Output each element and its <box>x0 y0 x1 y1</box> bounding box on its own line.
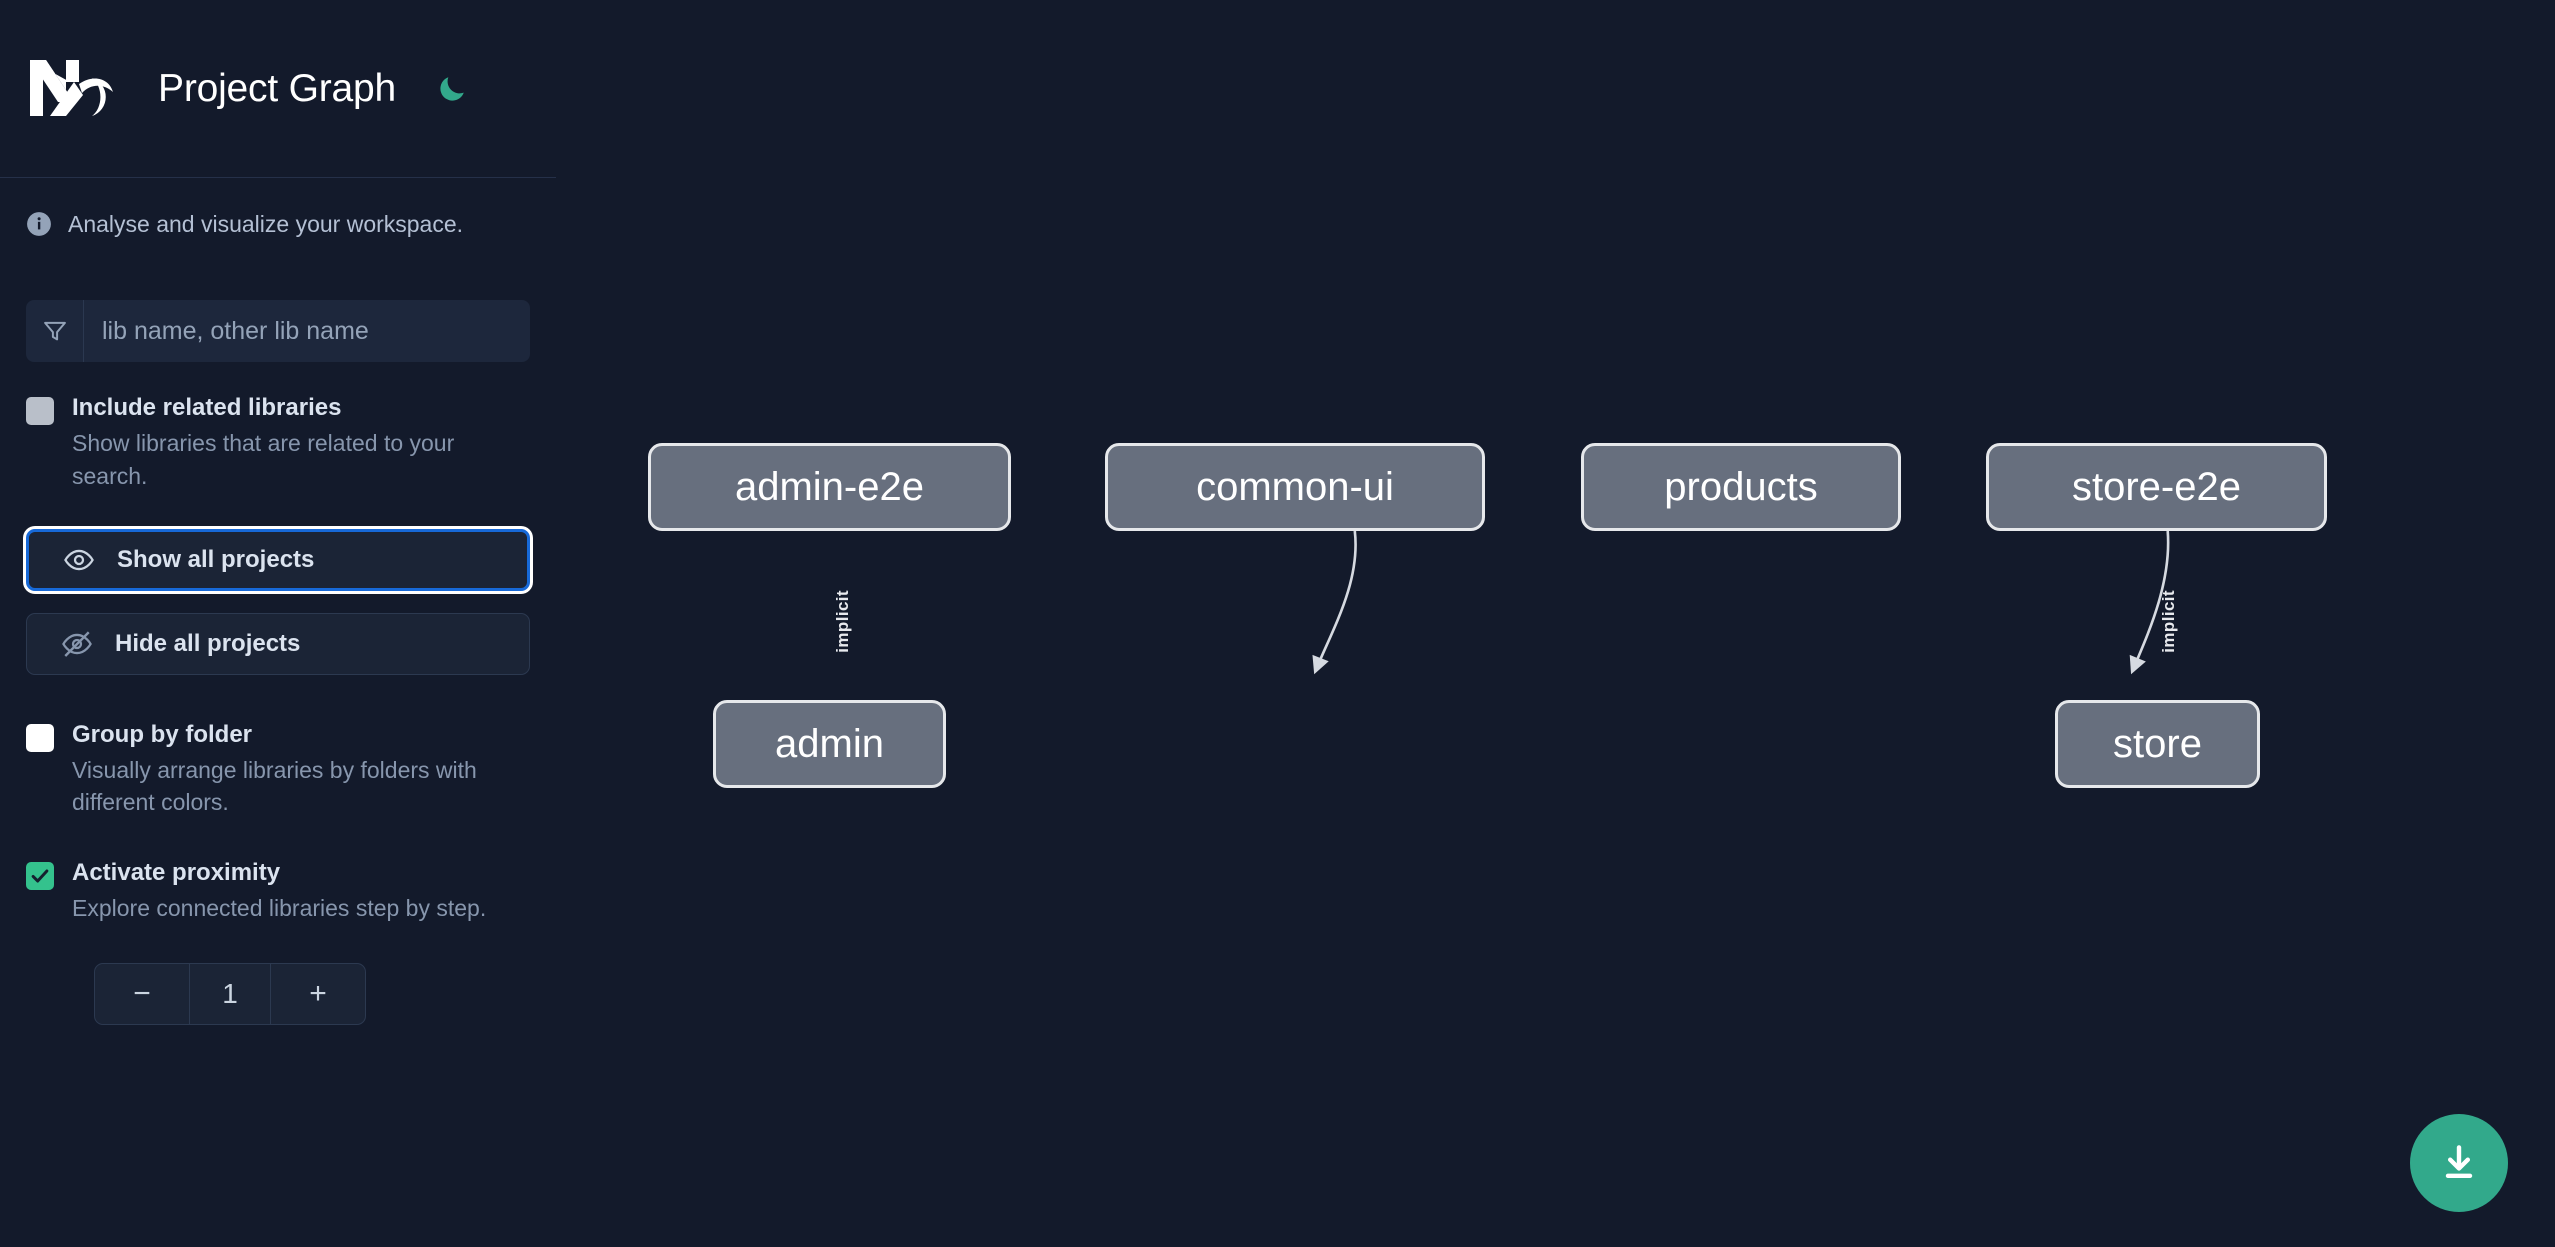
activate-proximity-checkbox[interactable] <box>26 862 54 890</box>
option-label: Group by folder <box>72 720 252 748</box>
moon-glyph <box>440 76 464 101</box>
graph-canvas[interactable]: admin-e2e common-ui products store-e2e a… <box>556 0 2555 1247</box>
option-text: Group by folder Visually arrange librari… <box>72 719 522 820</box>
proximity-value: 1 <box>189 963 271 1024</box>
filter-icon <box>26 300 84 362</box>
edge-label-admin-implicit: implicit <box>833 590 852 653</box>
proximity-increment-button[interactable]: + <box>309 976 327 1010</box>
node-label: admin <box>775 721 884 766</box>
proximity-stepper[interactable]: − 1 + <box>94 962 366 1025</box>
eye-off-icon <box>62 630 92 657</box>
edge-label-store-implicit: implicit <box>2159 590 2178 653</box>
search-input[interactable] <box>84 300 530 362</box>
download-graph-button[interactable] <box>2410 1114 2508 1212</box>
sidebar-body: Analyse and visualize your workspace. In… <box>0 178 556 1025</box>
graph-node-products[interactable]: products <box>1581 443 1901 531</box>
edge-admin-e2e-to-admin <box>1312 530 1357 675</box>
include-related-libraries-checkbox[interactable] <box>26 397 54 425</box>
graph-edges <box>1312 530 2170 675</box>
sidebar-header: Project Graph <box>0 0 556 178</box>
option-include-related-libraries[interactable]: Include related libraries Show libraries… <box>26 392 530 493</box>
page-title: Project Graph <box>158 66 397 110</box>
option-activate-proximity[interactable]: Activate proximity Explore connected lib… <box>26 857 530 925</box>
graph-node-admin[interactable]: admin <box>713 700 946 788</box>
check-icon <box>31 869 49 883</box>
node-label: common-ui <box>1196 464 1394 509</box>
show-all-projects-label: Show all projects <box>117 545 315 573</box>
option-description: Show libraries that are related to your … <box>72 430 455 489</box>
node-label: store <box>2113 721 2202 766</box>
moon-icon[interactable] <box>430 67 474 111</box>
graph-node-store-e2e[interactable]: store-e2e <box>1986 443 2327 531</box>
graph-node-store[interactable]: store <box>2055 700 2260 788</box>
node-label: store-e2e <box>2072 464 2241 509</box>
proximity-decrement-button[interactable]: − <box>133 976 151 1010</box>
workspace-hint: Analyse and visualize your workspace. <box>26 178 530 270</box>
option-text: Activate proximity Explore connected lib… <box>72 857 486 925</box>
sidebar: Project Graph Analyse and visualize your… <box>0 0 556 1247</box>
search-box[interactable] <box>26 300 530 362</box>
nx-logo-icon <box>30 59 113 116</box>
hide-all-projects-button[interactable]: Hide all projects <box>26 612 530 675</box>
info-icon <box>27 212 51 236</box>
filter-glyph <box>43 321 66 341</box>
download-icon <box>2445 1145 2473 1179</box>
option-description: Visually arrange libraries by folders wi… <box>72 756 477 816</box>
show-all-projects-button[interactable]: Show all projects <box>26 528 530 591</box>
option-label: Activate proximity <box>72 859 281 886</box>
graph-node-common-ui[interactable]: common-ui <box>1105 443 1485 531</box>
option-group-by-folder[interactable]: Group by folder Visually arrange librari… <box>26 719 530 820</box>
node-label: products <box>1664 464 1818 509</box>
group-by-folder-checkbox[interactable] <box>26 723 54 752</box>
hint-text: Analyse and visualize your workspace. <box>68 210 464 237</box>
node-label: admin-e2e <box>734 464 924 509</box>
eye-icon <box>64 549 94 570</box>
hide-all-projects-label: Hide all projects <box>115 629 301 657</box>
graph-node-admin-e2e[interactable]: admin-e2e <box>648 443 1011 531</box>
edge-store-e2e-to-store <box>2129 530 2170 675</box>
option-description: Explore connected libraries step by step… <box>72 895 487 922</box>
option-text: Include related libraries Show libraries… <box>72 392 522 493</box>
option-label: Include related libraries <box>72 394 342 421</box>
